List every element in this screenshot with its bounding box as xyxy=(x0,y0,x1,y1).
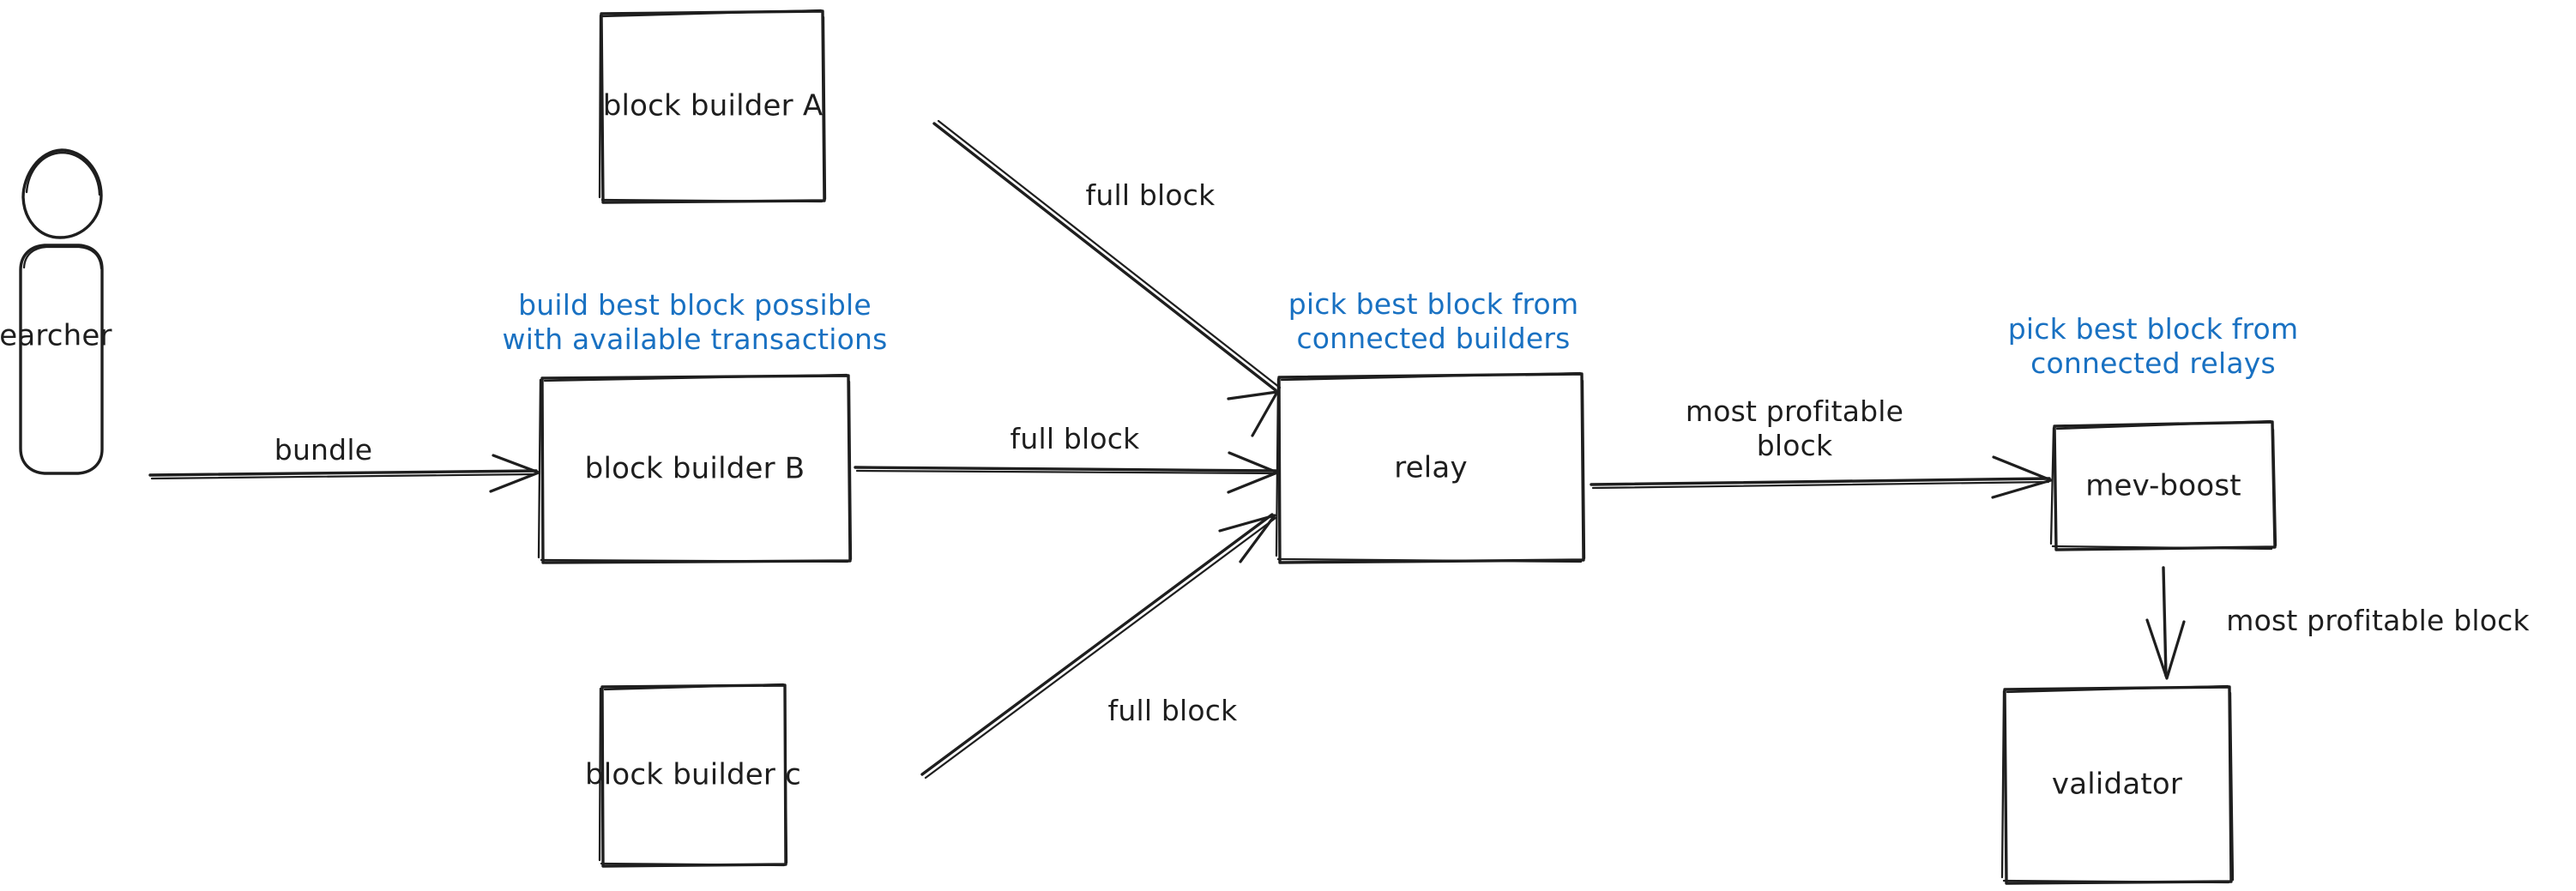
node-validator[interactable] xyxy=(2003,686,2231,883)
node-label-block-builder-b: block builder B xyxy=(584,451,805,486)
node-block-builder-c[interactable] xyxy=(600,684,786,866)
edge-label-full-block-b: full block xyxy=(1010,421,1140,455)
node-relay[interactable] xyxy=(1278,375,1583,562)
arrow-builder-b-to-relay xyxy=(854,451,1279,494)
arrow-builder-c-to-relay xyxy=(920,513,1277,780)
edge-label-bundle: bundle xyxy=(274,432,373,467)
relay-box xyxy=(1275,371,1586,564)
actor-label-searcher: searcher xyxy=(0,318,112,353)
edge-label-most-profitable-block-validator: most profitable block xyxy=(2226,603,2530,637)
node-block-builder-b[interactable] xyxy=(540,376,849,563)
mev-boost-box xyxy=(2049,419,2277,551)
arrow-mev-boost-to-validator xyxy=(2145,566,2186,680)
node-label-block-builder-a: block builder A xyxy=(602,88,823,123)
arrow-relay-to-mev-boost xyxy=(1590,455,2053,499)
actor-searcher[interactable] xyxy=(17,146,107,480)
node-label-relay: relay xyxy=(1394,450,1468,485)
node-mev-boost[interactable] xyxy=(2053,423,2274,549)
edge-label-full-block-c: full block xyxy=(1107,693,1238,727)
node-block-builder-a[interactable] xyxy=(600,10,825,202)
builder-b-box xyxy=(537,373,853,564)
builder-c-box xyxy=(598,683,788,868)
arrow-builder-a-to-relay xyxy=(932,119,1282,437)
arrow-searcher-to-builder-b xyxy=(148,454,540,493)
node-label-block-builder-c: block builder c xyxy=(584,757,802,792)
edge-label-full-block-a: full block xyxy=(1085,178,1216,212)
builder-a-box xyxy=(598,9,827,204)
annotation-build-best-block: build best block possible with available… xyxy=(502,287,888,356)
node-label-mev-boost: mev-boost xyxy=(2085,468,2241,503)
edge-label-most-profitable-block-relay: most profitable block xyxy=(1685,394,1904,462)
node-label-validator: validator xyxy=(2051,767,2183,802)
validator-box xyxy=(2000,684,2235,885)
annotation-pick-best-block-relays: pick best block from connected relays xyxy=(2007,311,2299,380)
searcher-figure xyxy=(19,148,104,475)
annotation-pick-best-block-builders: pick best block from connected builders xyxy=(1288,286,1579,355)
